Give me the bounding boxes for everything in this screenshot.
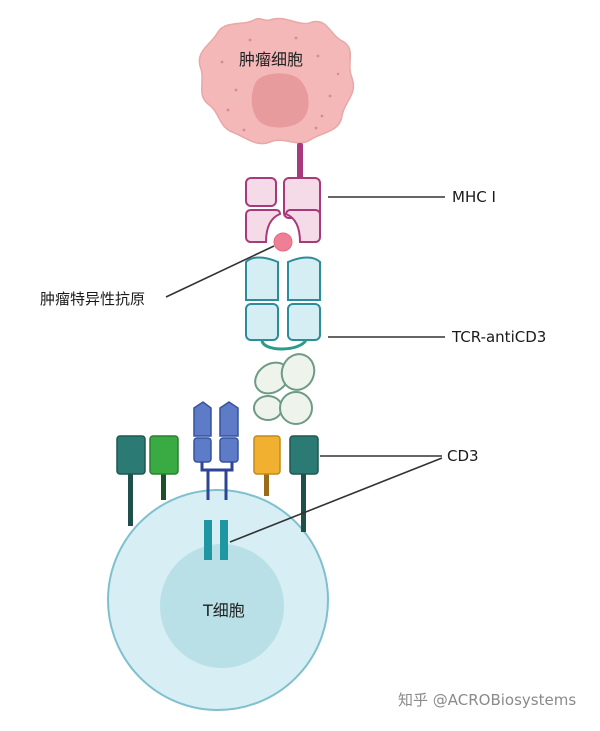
tumor-surface-dots	[220, 36, 340, 132]
mhc-i-molecule	[245, 143, 321, 252]
mhc-lower-right-domain	[284, 209, 321, 243]
tumor-cell	[198, 17, 355, 145]
native-tcr-alpha-c	[193, 437, 212, 463]
tcr-beta-v-domain	[287, 256, 321, 301]
cd3-teal-left-stalk	[128, 474, 133, 526]
native-tcr-complex	[193, 401, 239, 560]
cd3-orange-stalk	[264, 474, 269, 496]
t-cell-nucleus	[160, 544, 284, 668]
scfv-domain-3	[253, 395, 283, 421]
scfv-domain-2	[280, 353, 316, 391]
mhc-lower-left-domain	[245, 209, 282, 243]
anti-cd3-scfv	[253, 353, 316, 425]
tcr-beta-c-domain	[287, 303, 321, 341]
cd3-label: CD3	[447, 447, 479, 465]
scfv-domain-4	[279, 391, 313, 425]
mhc-anchor	[297, 143, 303, 179]
antigen-leader-line	[165, 245, 275, 298]
tcr-anticd3-label: TCR-antiCD3	[452, 328, 547, 346]
t-cell	[107, 489, 329, 711]
cd3-subunits	[116, 435, 319, 532]
cd3-transmembrane-right	[220, 520, 228, 560]
tumor-antigen-peptide	[273, 232, 293, 252]
tumor-antigen-label: 肿瘤特异性抗原	[40, 290, 146, 308]
t-cell-label: T细胞	[203, 601, 245, 620]
cd3-teal-right-stalk	[301, 474, 306, 532]
tumor-cell-label: 肿瘤细胞	[239, 50, 304, 69]
tcr-molecule	[245, 256, 321, 351]
cd3-green-stalk	[161, 474, 166, 500]
native-tcr-beta-v	[219, 401, 239, 437]
cd3-transmembrane-left	[204, 520, 212, 560]
native-tcr-beta-c	[219, 437, 239, 463]
tumor-nucleus	[251, 73, 309, 128]
leader-lines	[165, 196, 445, 543]
cd3-green	[149, 435, 179, 475]
tcr-linker	[260, 339, 308, 351]
tcr-alpha-c-domain	[245, 303, 279, 341]
cd3-leader-line-lower	[229, 457, 443, 543]
mhc-i-label: MHC I	[452, 188, 496, 206]
native-tcr-alpha-v	[193, 401, 212, 437]
tcr-alpha-v-domain	[245, 256, 279, 301]
cd3-orange	[253, 435, 281, 475]
watermark: 知乎 @ACROBiosystems	[398, 691, 577, 709]
native-tcr-stalk	[200, 462, 234, 500]
cd3-teal-right	[289, 435, 319, 475]
mhc-upper-left-domain	[245, 177, 277, 207]
cd3-teal-left	[116, 435, 146, 475]
